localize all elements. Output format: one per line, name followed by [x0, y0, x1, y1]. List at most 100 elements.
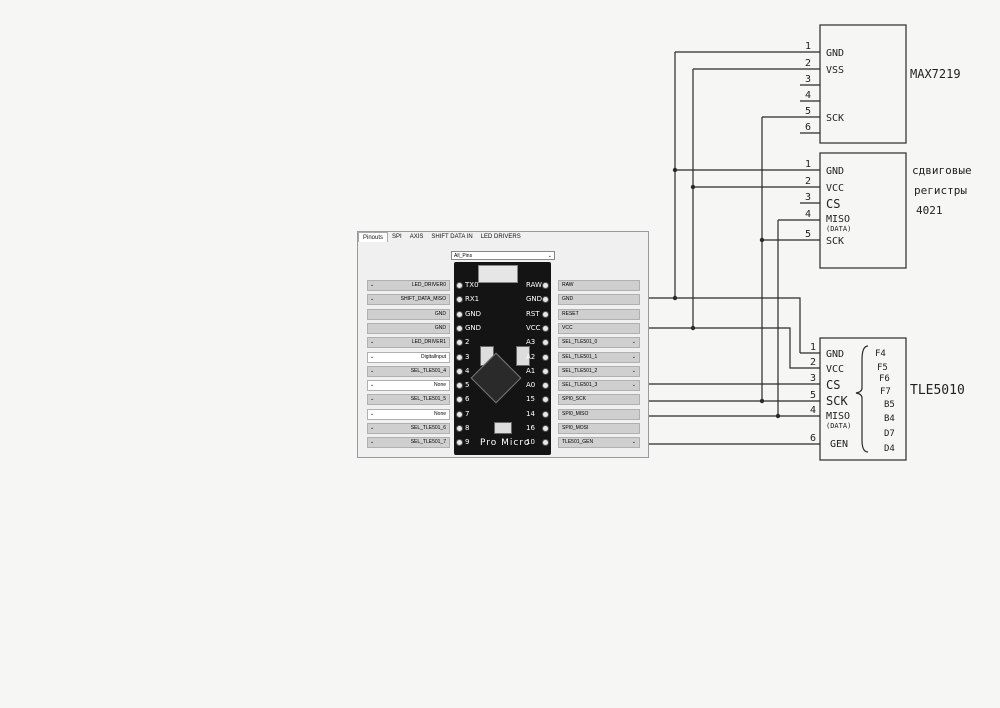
left-pin-select[interactable]: ⌄LED_DRIVER1: [367, 337, 450, 349]
board-pin-number: 2: [465, 338, 470, 347]
board-pad: [542, 410, 549, 418]
right-pin-label: RESET: [562, 310, 579, 317]
board-pad: [456, 410, 463, 418]
board-pad: [456, 324, 463, 332]
tab-spi[interactable]: SPI: [392, 234, 402, 240]
max-pin-label: SCK: [826, 113, 844, 124]
board-pin-number: 9: [465, 438, 470, 447]
left-pin-label: GND: [434, 324, 446, 331]
right-pin-select[interactable]: GND: [558, 294, 640, 306]
board-pin-number: 8: [465, 424, 470, 432]
tle-pin-num: 6: [810, 433, 816, 444]
shift-register-box: [819, 152, 907, 269]
left-pin-select[interactable]: ⌄SEL_TLE501_6: [367, 423, 450, 434]
max7219-box: [819, 24, 907, 144]
shift-name-line: 4021: [916, 204, 943, 217]
right-pin-label: TLE501_GEN: [562, 439, 594, 446]
chevron-down-icon: ⌄: [370, 396, 375, 403]
shift-miso-note: (DATA): [826, 225, 851, 233]
shift-pin-num: 2: [805, 176, 811, 187]
board-pin-number: 10: [526, 438, 535, 447]
board-pad: [456, 425, 463, 432]
regulator-component: [516, 346, 530, 366]
left-pin-select[interactable]: ⌄None: [367, 380, 450, 392]
right-pin-select[interactable]: ⌄SEL_TLE501_2: [558, 365, 640, 377]
max-pin-num: 2: [805, 58, 811, 69]
max-pin-num: 3: [805, 74, 811, 85]
chevron-down-icon: ⌄: [631, 367, 636, 374]
board-pad: [456, 339, 463, 347]
board-pin-number: GND: [465, 323, 482, 332]
left-pin-label: SHIFT_DATA_MISO: [400, 296, 446, 303]
left-pin-select[interactable]: ⌄DigitalInput: [367, 351, 450, 363]
left-pin-label: SEL_TLE501_5: [410, 396, 446, 403]
tle-pin-label: GND: [826, 349, 844, 360]
board-pin-number: RAW: [526, 281, 542, 289]
right-pin-select[interactable]: VCC: [558, 322, 640, 334]
tle-cs-pin: F7: [880, 387, 891, 397]
tab-shift-data-in[interactable]: SHIFT DATA IN: [431, 234, 473, 240]
right-pin-select[interactable]: ⌄SEL_TLE501_1: [558, 351, 640, 363]
board-label: Pro Micro: [480, 438, 531, 448]
right-pin-select[interactable]: ⌄SEL_TLE501_0: [558, 337, 640, 349]
right-pin-label: SEL_TLE501_3: [562, 382, 598, 389]
tab-led-drivers[interactable]: LED DRIVERS: [480, 234, 521, 240]
board-pad: [542, 425, 549, 432]
tle-pin-num: 1: [810, 342, 816, 353]
right-pin-label: SPI0_SCK: [562, 396, 586, 403]
chevron-down-icon: ⌄: [370, 339, 375, 346]
board-pad: [542, 353, 549, 361]
left-pin-label: SEL_TLE501_7: [410, 439, 446, 446]
shift-pin-num: 1: [805, 159, 811, 170]
left-pin-select[interactable]: ⌄ SEL_TLE501_5: [367, 394, 450, 406]
max7219-name: MAX7219: [910, 67, 961, 81]
left-pin-label: LED_DRIVER0: [411, 282, 446, 288]
tab-axis[interactable]: AXIS: [409, 234, 424, 240]
max-pin-num: 1: [805, 41, 811, 52]
board-pin-number: VCC: [526, 323, 541, 332]
tle-cs-pin: B4: [884, 414, 895, 424]
left-pin-select[interactable]: GND: [367, 322, 450, 334]
tle-pin-label: CS: [826, 378, 840, 392]
tle-cs-pin: B5: [884, 400, 895, 410]
left-pin-select[interactable]: ⌄ SHIFT_DATA_MISO: [367, 294, 450, 306]
tle-pin-num: 2: [810, 357, 816, 368]
tab-pinouts[interactable]: Pinouts: [358, 232, 389, 242]
left-pin-select[interactable]: ⌄ SEL_TLE501_7: [367, 437, 450, 449]
shift-pin-label: CS: [826, 197, 840, 211]
chevron-down-icon: ⌄: [370, 439, 375, 446]
right-pin-select[interactable]: SPI0_MOSI: [558, 423, 640, 434]
right-pin-select[interactable]: RESET: [558, 308, 640, 320]
left-pin-select[interactable]: ⌄LED_DRIVER0: [367, 280, 450, 291]
right-pin-label: RAW: [562, 282, 574, 288]
board-pin-number: A0: [526, 381, 536, 390]
right-pin-select[interactable]: SPI0_MISO: [558, 408, 640, 420]
tle-pin-num: 5: [810, 390, 816, 401]
right-pin-select[interactable]: ⌄TLE501_GEN: [558, 437, 640, 449]
board-pad: [542, 396, 549, 404]
left-pin-label: GND: [434, 310, 446, 317]
board-pad: [542, 439, 549, 447]
board-pad: [542, 296, 549, 304]
left-pin-select[interactable]: ⌄SEL_TLE501_4: [367, 365, 450, 377]
board-pin-number: 7: [465, 409, 470, 418]
left-pin-label: None: [434, 382, 446, 389]
board-pin-number: A3: [526, 338, 536, 347]
right-pin-label: SEL_TLE501_0: [562, 339, 598, 346]
board-pin-number: 14: [526, 409, 535, 418]
board-pin-number: A1: [526, 366, 536, 375]
pin-filter-select[interactable]: All_Pins ⌄: [451, 251, 555, 260]
right-pin-label: VCC: [562, 324, 573, 331]
tle-miso-note: (DATA): [826, 422, 851, 430]
chevron-down-icon: ⌄: [370, 296, 375, 303]
board-pad: [542, 367, 549, 375]
left-pin-select[interactable]: ⌄None: [367, 408, 450, 420]
right-pin-select[interactable]: RAW: [558, 280, 640, 291]
shift-pin-label: SCK: [826, 236, 844, 247]
left-pin-select[interactable]: GND: [367, 308, 450, 320]
right-pin-select[interactable]: ⌄SEL_TLE501_3: [558, 380, 640, 392]
tle5010-box: [819, 337, 907, 461]
board-pin-number: 15: [526, 395, 535, 404]
right-pin-select[interactable]: SPI0_SCK: [558, 394, 640, 406]
